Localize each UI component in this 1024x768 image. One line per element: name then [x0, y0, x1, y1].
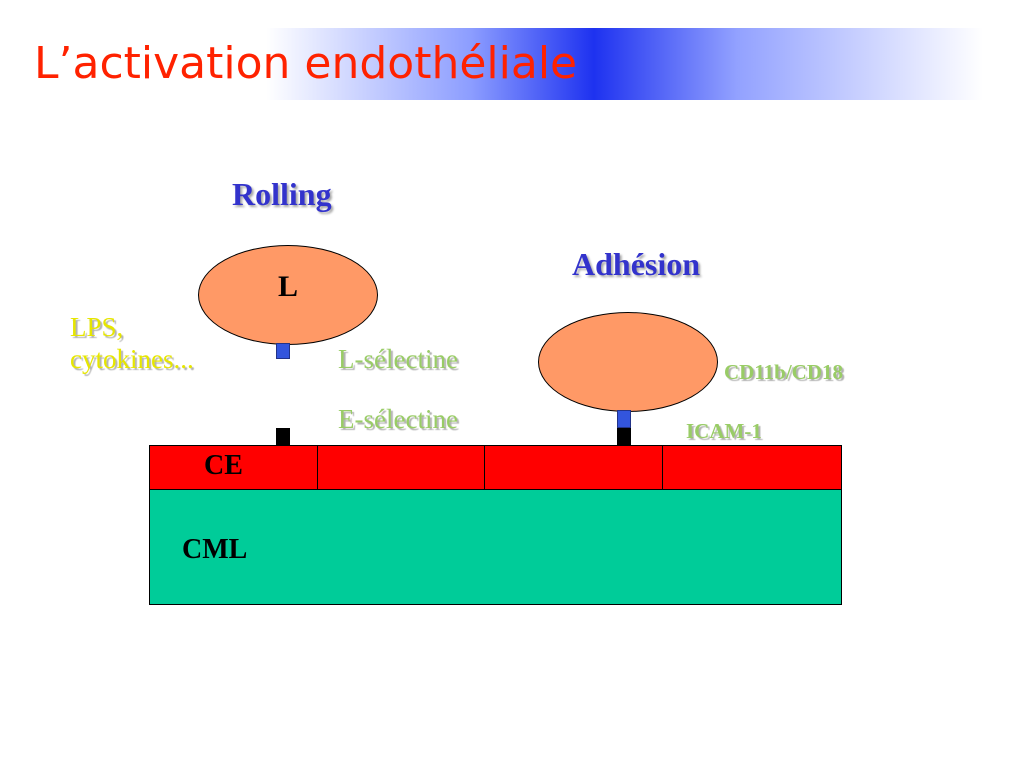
- ce-segment: [317, 446, 485, 489]
- leukocyte-label: L: [277, 270, 298, 303]
- title-gradient-band: [0, 28, 1024, 100]
- cd11b-cd18-receptor: [617, 410, 631, 428]
- adhering-leukocyte: [538, 312, 718, 412]
- smooth-muscle-cell-layer: CML: [149, 489, 842, 605]
- ce-segment: [484, 446, 663, 489]
- adhesion-label: Adhésion: [572, 246, 701, 282]
- rolling-label: Rolling: [232, 176, 332, 212]
- slide-title: L’activation endothéliale: [34, 38, 578, 89]
- lps-line: LPS,: [70, 312, 124, 342]
- icam-1-receptor: [617, 428, 631, 446]
- lps-cytokines-label: LPS, cytokines...: [70, 311, 194, 375]
- l-selectine-receptor: [276, 343, 290, 359]
- e-selectine-label: E-sélectine: [338, 404, 458, 434]
- cd11b-cd18-label: CD11b/CD18: [724, 360, 844, 384]
- icam-1-label: ICAM-1: [686, 419, 762, 443]
- cml-label: CML: [182, 534, 248, 565]
- cytokines-line: cytokines...: [70, 344, 194, 374]
- e-selectine-receptor: [276, 428, 290, 446]
- endothelial-cell-layer: CE: [149, 445, 842, 490]
- ce-segment: [150, 446, 318, 489]
- rolling-leukocyte: L: [198, 245, 378, 345]
- l-selectine-label: L-sélectine: [338, 344, 458, 374]
- ce-label: CE: [204, 450, 243, 481]
